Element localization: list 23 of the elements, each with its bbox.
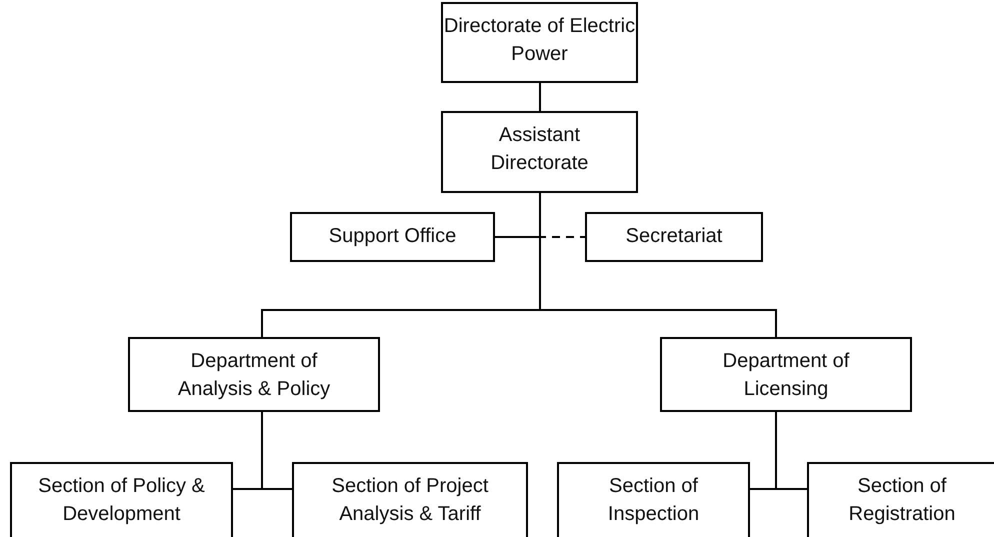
org-box <box>807 462 994 537</box>
org-box <box>128 337 380 412</box>
connector-line <box>539 83 541 111</box>
box-label: Support Office <box>328 224 456 249</box>
box-label: Section of Registration <box>848 474 956 527</box>
org-box <box>290 212 495 262</box>
box-label: Department of Licensing <box>722 349 850 402</box>
box-label: Section of Policy & Development <box>37 474 206 527</box>
box-label: Department of Analysis & Policy <box>176 349 332 402</box>
connector-line <box>775 412 807 490</box>
org-box <box>441 2 638 83</box>
org-box <box>660 337 912 412</box>
box-label: Secretariat <box>626 224 722 249</box>
org-box <box>292 462 528 537</box>
box-label: Section of Inspection <box>606 474 700 527</box>
box-label: Assistant Directorate <box>490 123 590 176</box>
org-box <box>441 111 638 193</box>
box-label: Section of Project Analysis & Tariff <box>330 474 490 527</box>
org-box <box>585 212 763 262</box>
org-box <box>557 462 750 537</box>
dashed-connector <box>539 193 585 238</box>
box-label: Directorate of Electric Power <box>443 14 636 67</box>
org-box <box>10 462 233 537</box>
